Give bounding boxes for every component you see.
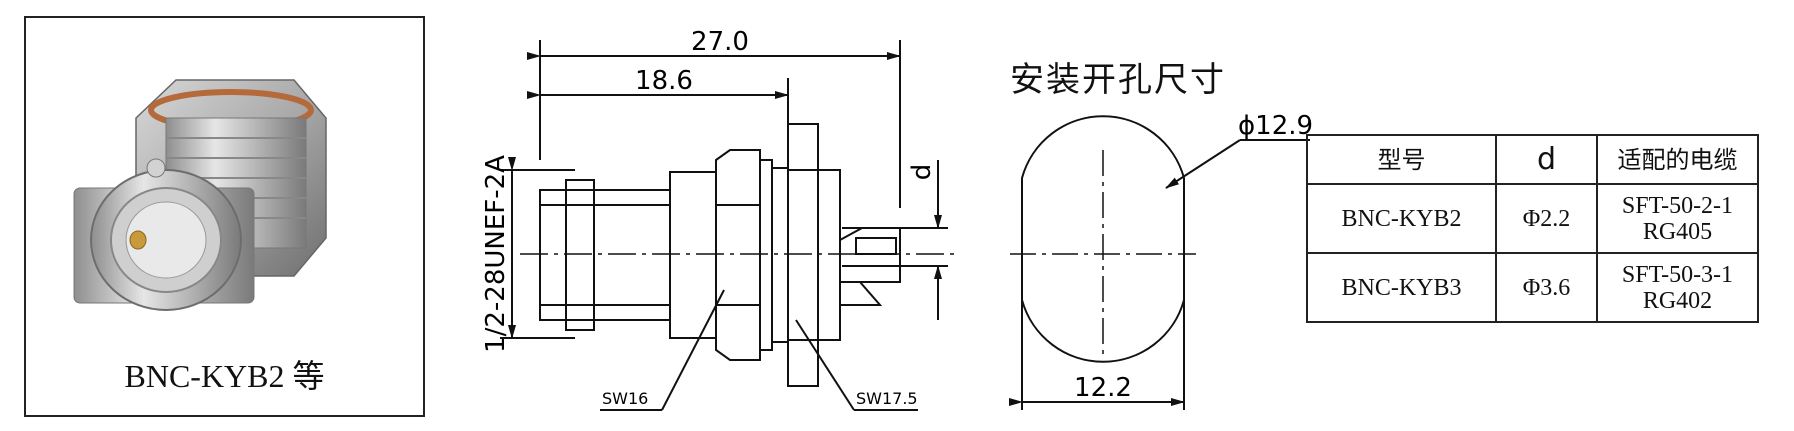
cable-line-2: RG402 (1642, 287, 1713, 314)
header-model: 型号 (1306, 134, 1497, 185)
header-d: d (1495, 134, 1598, 185)
product-photo-panel: BNC-KYB2 等 (24, 16, 425, 417)
cell-model: BNC-KYB3 (1306, 252, 1497, 323)
dim-body-length: 18.6 (635, 66, 693, 96)
cell-d: Φ2.2 (1495, 183, 1598, 254)
dim-overall-length: 27.0 (691, 27, 749, 57)
table-row: BNC-KYB3 Φ3.6 SFT-50-3-1 RG402 (1306, 252, 1759, 323)
cable-line-1: SFT-50-2-1 (1621, 192, 1734, 219)
spec-table: 型号 d 适配的电缆 BNC-KYB2 Φ2.2 SFT-50-2-1 RG40… (1306, 134, 1759, 323)
dim-hole-flat: 12.2 (1074, 373, 1132, 403)
cell-cable: SFT-50-2-1 RG405 (1596, 183, 1759, 254)
dim-thread-spec: 1/2-28UNEF-2A (481, 155, 511, 353)
cable-line-1: SFT-50-3-1 (1621, 261, 1734, 288)
cell-model: BNC-KYB2 (1306, 183, 1497, 254)
dim-hole-diameter: ϕ12.9 (1238, 111, 1313, 141)
cable-line-2: RG405 (1642, 218, 1713, 245)
label-sw16: SW16 (602, 389, 648, 408)
label-sw17-5: SW17.5 (856, 389, 918, 408)
cell-d: Φ3.6 (1495, 252, 1598, 323)
photo-caption: BNC-KYB2 等 (124, 358, 325, 394)
dim-d-label: d (907, 164, 937, 181)
table-row: BNC-KYB2 Φ2.2 SFT-50-2-1 RG405 (1306, 183, 1759, 254)
panel-hole-title: 安装开孔尺寸 (1010, 60, 1226, 100)
header-cable: 适配的电缆 (1596, 134, 1759, 185)
connector-photo (73, 79, 327, 311)
table-header-row: 型号 d 适配的电缆 (1306, 134, 1759, 185)
cell-cable: SFT-50-3-1 RG402 (1596, 252, 1759, 323)
